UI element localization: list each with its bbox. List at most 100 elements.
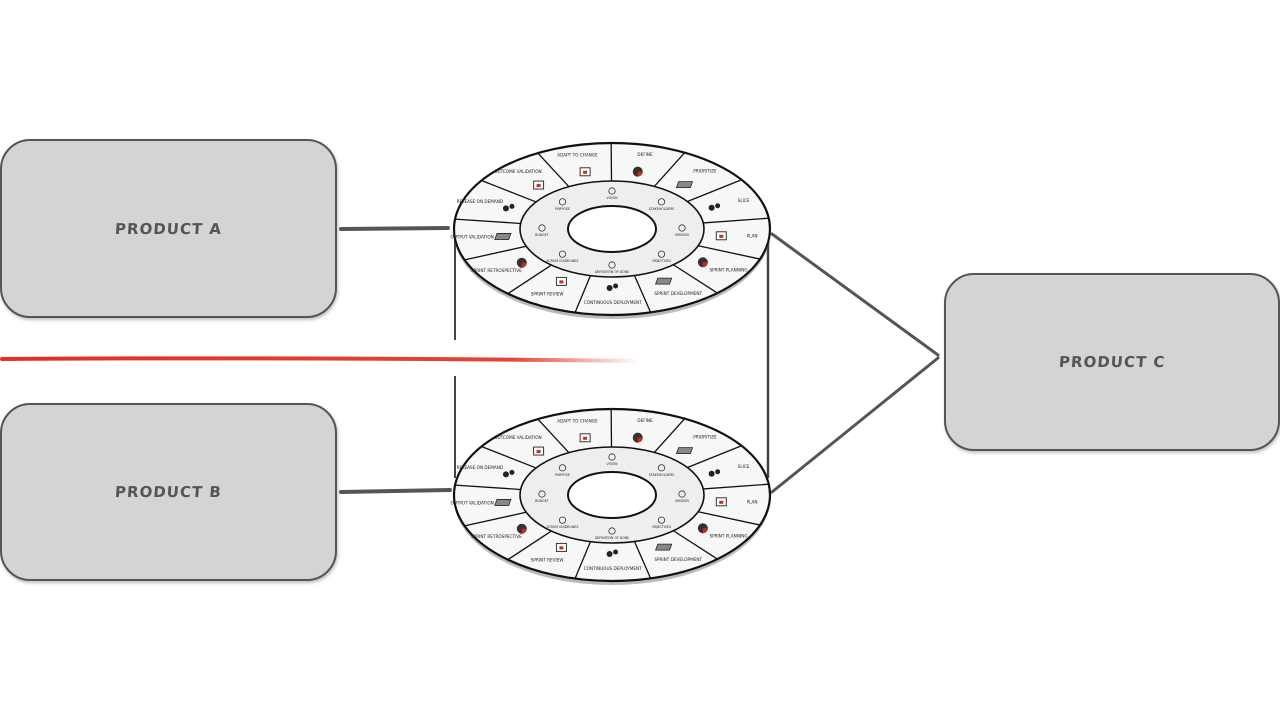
wheel-bottom-inner-label: STAKEHOLDERS: [649, 473, 674, 477]
wheel-top-spoke: [464, 245, 527, 261]
wheel-top-segment-label: PRIORITIZE: [693, 169, 717, 174]
wheel-bottom-spoke: [537, 418, 570, 454]
wheel-bottom-segment-label: SPRINT RETROSPECTIVE: [471, 534, 522, 539]
wheel-top-spoke: [653, 152, 686, 187]
wheel-bottom-segment-label: CONTINUOUS DEPLOYMENT: [584, 566, 642, 571]
wheel-bottom-spoke: [455, 484, 521, 491]
wheel-bottom-segment-label: DEFINE: [637, 418, 653, 423]
wheel-top-segment-label: PLAN: [747, 234, 758, 239]
wheel-bottom-spoke: [464, 511, 527, 527]
wheel-top-segment-icon: [697, 257, 708, 268]
wheel-bottom-segment-label: SLICE: [738, 464, 750, 469]
wheel-top-inner-icon: [608, 187, 616, 195]
wheel-top-segment-icon: [555, 276, 567, 286]
wheel-bottom-spoke: [698, 511, 761, 526]
wheel-bottom-inner-label: MISSION: [675, 499, 689, 503]
wheel-top-segment-label: CONTINUOUS DEPLOYMENT: [584, 300, 642, 305]
wheel-bottom-segment-icon: [502, 469, 515, 478]
wheel-bottom-spoke: [481, 445, 537, 469]
wheel-top-spoke: [455, 218, 521, 225]
wheel-top-segment-label: ADAPT TO CHANGE: [557, 152, 598, 157]
wheel-top-spoke: [507, 264, 552, 295]
wheel-top-inner-label: OBJECTIVES: [652, 259, 671, 263]
wheel-bottom-segment-icon: [715, 497, 727, 507]
product-b-box: PRODUCT B: [0, 403, 337, 581]
wheel-top-center-hole: [567, 205, 657, 253]
wheel-top-spoke: [481, 179, 537, 203]
product-c-box: PRODUCT C: [944, 273, 1280, 451]
wheel-bottom-segment-icon: [632, 432, 643, 443]
wheel-bottom-inner-icon: [538, 490, 546, 498]
wheel-top-inner-icon: [657, 198, 666, 206]
wheel-top-segment-icon: [502, 203, 515, 212]
wheel-top-inner-icon: [657, 250, 666, 258]
wheel-top-inner-icon: [608, 261, 616, 269]
wheel-bottom-segment-label: SPRINT DEVELOPMENT: [654, 557, 702, 562]
wheel-bottom-segment-icon: [708, 469, 721, 477]
wheel-bottom-inner-icon: [657, 464, 666, 472]
wheel-bottom-segment-label: ADAPT TO CHANGE: [557, 418, 598, 423]
wheel-bottom-spoke: [703, 483, 769, 490]
wheel-bottom-segment-icon: [697, 523, 708, 534]
scrum-wheel-bottom: ADAPT TO CHANGE DEFINE PRIORITIZE SLICE PLAN…: [450, 407, 772, 585]
wheel-bottom-segment-icon: [516, 523, 527, 534]
wheel-bottom-inner-label: BUDGET: [535, 499, 548, 503]
wheel-top-segment-label: OUTPUT VALIDATION: [450, 234, 493, 239]
wheel-bottom-inner-label: SCRUM GUIDELINES: [547, 525, 579, 529]
wheel-top-spoke: [703, 217, 769, 224]
wheel-bottom-segment-label: OUTCOME VALIDATION: [494, 435, 541, 440]
red-divider-line: [0, 356, 642, 363]
wheel-top-segment-icon: [655, 277, 673, 285]
wheel-top-inner-label: PURPOSE: [555, 207, 570, 211]
connector-a-to-wheel-top: [339, 226, 450, 231]
wheel-top-spoke: [687, 179, 742, 203]
wheel-top-segment-icon: [533, 180, 545, 190]
wheel-top-spoke: [574, 275, 592, 313]
wheel-top-segment-label: OUTCOME VALIDATION: [494, 169, 541, 174]
wheel-bottom-segment-icon: [533, 446, 545, 456]
connector-bottom-wheel-to-product-c: [770, 356, 940, 494]
wheel-top-segment-label: SPRINT REVIEW: [531, 292, 564, 297]
wheel-bottom-inner-label: VISION: [607, 462, 619, 466]
wheel-bottom-segment-label: PRIORITIZE: [693, 435, 717, 440]
wheel-bottom-inner-icon: [608, 453, 616, 461]
wheel-top-segment-icon: [516, 257, 527, 268]
wheel-bottom-segment-label: OUTPUT VALIDATION: [450, 500, 493, 505]
wheel-bottom-segment-icon: [579, 433, 591, 443]
wheel-bottom-segment-icon: [655, 543, 673, 551]
wheel-top-spoke: [673, 264, 718, 294]
wheel-top-inner-icon: [538, 224, 546, 232]
wheel-bottom-spoke: [633, 541, 652, 579]
wheel-bottom-spoke: [574, 541, 592, 579]
wheel-top-segment-icon: [606, 283, 619, 291]
wheel-top-segment-icon: [579, 167, 591, 177]
wheel-bottom-inner-label: DEFINITION OF DONE: [595, 536, 629, 540]
wheel-top-segment-label: RELEASE ON DEMAND: [457, 199, 504, 204]
wheel-top-inner-icon: [558, 198, 567, 206]
wheel-bottom-center-hole: [567, 471, 657, 519]
product-a-box: PRODUCT A: [0, 139, 337, 318]
wheel-bottom-spoke: [687, 445, 742, 469]
wheel-bottom-inner-label: OBJECTIVES: [652, 525, 671, 529]
wheel-top-segment-label: SPRINT DEVELOPMENT: [654, 291, 702, 296]
wheel-bottom-segment-label: SPRINT REVIEW: [531, 558, 564, 563]
wheel-top-inner-icon: [678, 224, 686, 232]
wheel-bottom-segment-label: PLAN: [747, 500, 758, 505]
wheel-top-segment-icon: [632, 166, 643, 177]
wheel-bottom-spoke: [653, 418, 686, 453]
wheel-bottom-segment-label: RELEASE ON DEMAND: [457, 465, 504, 470]
wheel-top-segment-label: DEFINE: [637, 152, 653, 157]
wheel-top-inner-icon: [558, 250, 567, 258]
wheel-bottom-spoke: [673, 530, 718, 560]
wheel-bottom-inner-icon: [678, 490, 686, 498]
wheel-bottom-inner-icon: [558, 516, 567, 524]
wheel-top-spoke: [633, 275, 652, 313]
wheel-top-segment-icon: [708, 203, 721, 211]
wheel-top-inner-label: DEFINITION OF DONE: [595, 270, 629, 274]
wheel-bottom-spoke: [507, 530, 552, 561]
wheel-top-segment-icon: [675, 181, 694, 189]
wheel-top-inner-label: BUDGET: [535, 233, 548, 237]
wheel-bottom-segment-icon: [494, 499, 512, 506]
